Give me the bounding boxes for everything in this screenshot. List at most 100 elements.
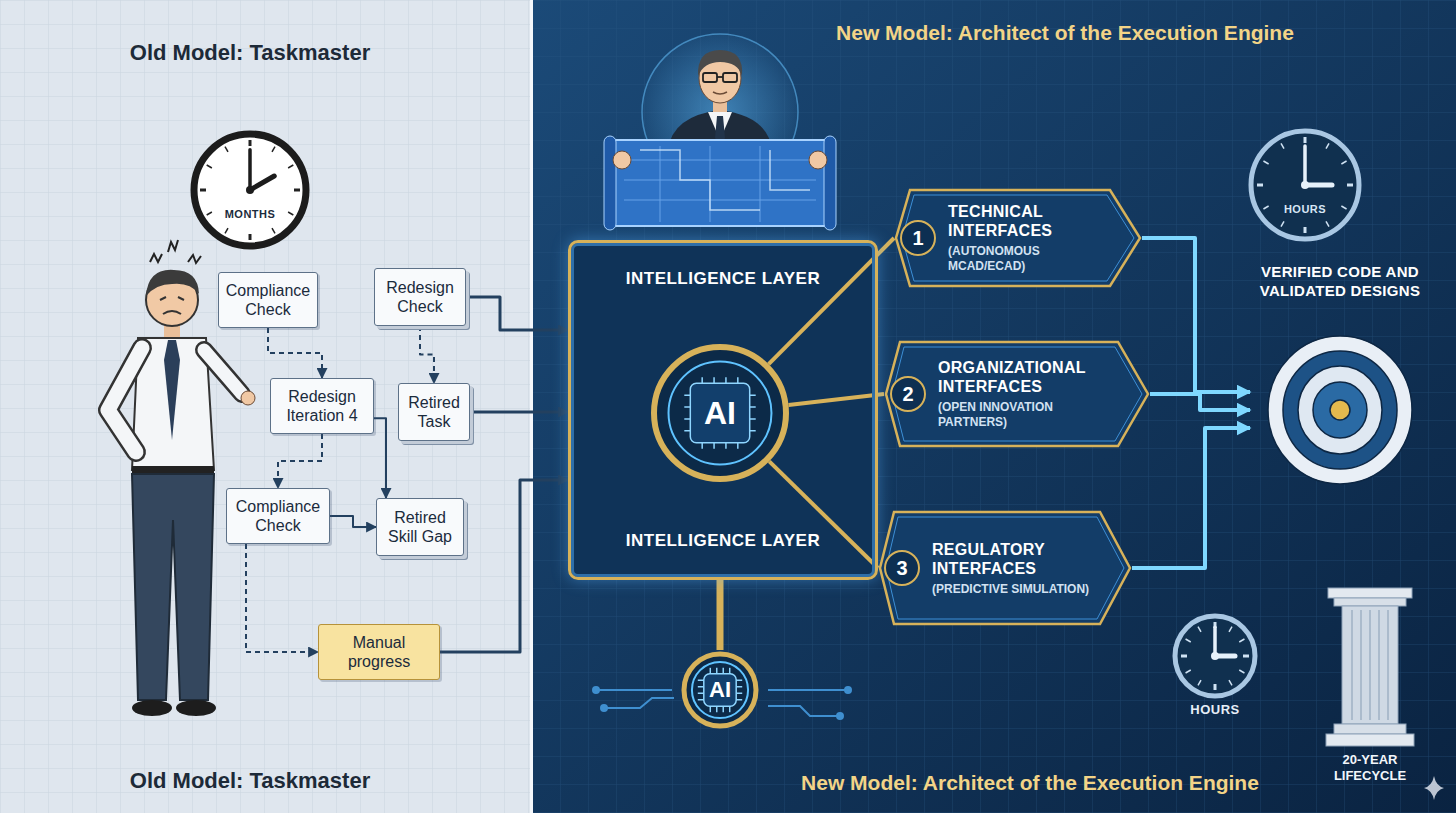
- panel-heading: New Model: Architect of the Execution En…: [680, 770, 1380, 795]
- clock-shape: [200, 189, 206, 192]
- clock-shape: [249, 234, 252, 240]
- pillar-shape: [1369, 610, 1371, 720]
- clock-shape: [272, 147, 275, 152]
- stressed-man: [204, 350, 242, 394]
- clock-icon: HOURS: [1245, 125, 1365, 245]
- stressed-man: [241, 391, 255, 405]
- stressed-man: [188, 255, 201, 263]
- clock-shape: [1281, 221, 1284, 226]
- hex-shape: [896, 190, 1140, 286]
- circuit-traces: [768, 689, 848, 691]
- clock-shape: [225, 228, 228, 233]
- circuit-traces: [593, 687, 599, 693]
- clock-shape: [188, 128, 312, 252]
- interface-title: REGULATORY INTERFACES: [932, 540, 1096, 578]
- architect-figure: [604, 34, 836, 230]
- task-box: Manual progress: [318, 624, 440, 680]
- clock-shape: [1304, 137, 1307, 143]
- ring-shape: [704, 674, 736, 706]
- target-outcome: VERIFIED CODE AND VALIDATED DESIGNS: [1250, 262, 1430, 487]
- stressed-man: [146, 270, 199, 296]
- connectors: [246, 238, 1250, 652]
- clock-label: MONTHS: [188, 208, 312, 220]
- pillar-shape: [1387, 610, 1389, 720]
- target-shape: [1313, 382, 1367, 438]
- left-panel: [0, 0, 531, 813]
- clock-shape: [1305, 183, 1332, 188]
- clock-shape: [1245, 125, 1365, 245]
- pillar-shape: [1328, 588, 1412, 598]
- stressed-man: [163, 311, 181, 314]
- task-label: Manual progress: [325, 633, 433, 671]
- connector: [330, 516, 376, 527]
- hex-shape: [902, 195, 1134, 281]
- panel-heading: Old Model: Taskmaster: [40, 768, 460, 794]
- architect-figure: [698, 50, 742, 76]
- circuit-traces: [604, 698, 674, 708]
- clock-shape: [207, 212, 212, 215]
- clock-shape: [1281, 143, 1284, 148]
- right-panel: [533, 0, 1456, 813]
- clock-shape: [1301, 181, 1309, 189]
- connector: [374, 418, 386, 498]
- callout-number: 2: [890, 376, 926, 412]
- interface-hexagon: 1TECHNICAL INTERFACES(AUTONOMOUS MCAD/EC…: [894, 190, 1142, 286]
- connector: [717, 580, 724, 650]
- clock-shape: [1263, 161, 1268, 164]
- lifecycle-label: 20-YEAR LIFECYCLE: [1322, 752, 1418, 784]
- clock-shape: [288, 165, 293, 168]
- pillar-shape: [1378, 610, 1380, 720]
- clock-shape: [207, 165, 212, 168]
- stressed-man: [176, 700, 216, 716]
- clockb-shape: [1186, 670, 1191, 673]
- task-box: Retired Task: [398, 383, 470, 441]
- ring-shape: [690, 383, 749, 442]
- architect-figure: [703, 73, 717, 82]
- connector: [420, 326, 434, 383]
- connector: [789, 394, 884, 405]
- ring-shape: [684, 654, 756, 726]
- clock-shape: [1326, 221, 1329, 226]
- circuit-traces: [845, 687, 851, 693]
- ring-shape: [654, 347, 786, 479]
- task-box: Retired Skill Gap: [376, 498, 464, 556]
- connector: [1150, 394, 1250, 410]
- interface-title: TECHNICAL INTERFACES: [948, 202, 1106, 240]
- task-box: Compliance Check: [218, 272, 318, 328]
- ai-core-circle: AI: [650, 343, 790, 483]
- architect-figure: [717, 76, 723, 78]
- circuit-traces: [601, 705, 607, 711]
- layer-title: INTELLIGENCE LAYER: [626, 531, 820, 551]
- right-panel: [533, 0, 1456, 813]
- target-shape: [1268, 336, 1412, 484]
- task-label: Redesign Check: [381, 278, 459, 316]
- task-label: Retired Task: [405, 393, 463, 431]
- intelligence-layer-box: INTELLIGENCE LAYERINTELLIGENCE LAYERAI: [568, 240, 878, 580]
- stressed-man: [160, 297, 184, 300]
- outcome-heading: VERIFIED CODE AND VALIDATED DESIGNS: [1250, 262, 1430, 300]
- interface-detail: (AUTONOMOUS MCAD/ECAD): [948, 244, 1106, 274]
- clock-shape: [1304, 227, 1307, 233]
- sparkle-mark: [1424, 776, 1444, 800]
- stressed-man: [164, 340, 180, 440]
- architect-figure: [723, 73, 737, 82]
- stressed-man: [132, 474, 214, 700]
- clockb-shape: [1213, 627, 1217, 656]
- clockb-shape: [1181, 655, 1187, 658]
- circuit-traces: [837, 713, 843, 719]
- callout-number: 3: [884, 550, 920, 586]
- task-label: Compliance Check: [225, 281, 311, 319]
- task-label: Redesign Iteration 4: [277, 387, 367, 425]
- circuit-traces: [768, 706, 840, 716]
- hex-shape: [886, 517, 1124, 619]
- architect-figure: [809, 151, 827, 169]
- clock-shape: [249, 140, 252, 146]
- stressed-man: [108, 348, 142, 452]
- panel-heading: Old Model: Taskmaster: [40, 40, 460, 66]
- clockb-shape: [1211, 652, 1219, 660]
- pillar-shape: [1360, 610, 1362, 720]
- clockb-shape: [1243, 655, 1249, 658]
- ring-shape: [669, 362, 772, 465]
- left-panel: [0, 0, 531, 813]
